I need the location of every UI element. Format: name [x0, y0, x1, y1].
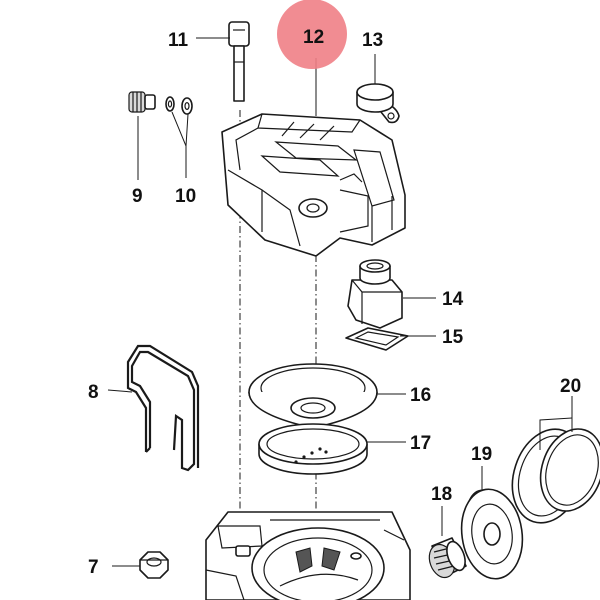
part-20-o-rings[interactable] [501, 420, 600, 532]
part-14-fitting[interactable] [347, 259, 403, 329]
part-16-diaphragm[interactable] [248, 363, 378, 429]
callout-7: 7 [88, 557, 99, 578]
callout-12[interactable]: 12 [303, 27, 324, 48]
part-19-valve-disc[interactable] [456, 485, 528, 582]
callout-13: 13 [362, 30, 383, 51]
callout-18: 18 [431, 484, 452, 505]
callout-20: 20 [560, 376, 581, 397]
callout-8: 8 [88, 382, 99, 403]
highlight-marker [277, 0, 347, 69]
leader-lines [107, 37, 573, 567]
callout-11: 11 [168, 30, 189, 51]
callout-14: 14 [442, 289, 464, 310]
callout-19: 19 [471, 444, 492, 465]
lower-pump-housing[interactable] [205, 511, 411, 600]
part-9-knob[interactable] [128, 91, 156, 113]
callout-9: 9 [132, 186, 143, 207]
callout-labels: 11 12 13 9 10 14 15 8 16 17 20 19 18 7 [88, 27, 581, 578]
part-15-gasket[interactable] [345, 327, 409, 351]
part-8-wire-clip[interactable] [126, 344, 200, 472]
part-11-cap-screw[interactable] [228, 21, 250, 102]
part-13-cap[interactable] [356, 83, 400, 124]
part-10-washers[interactable] [165, 96, 193, 115]
part-17-plate[interactable] [258, 423, 368, 475]
callout-15: 15 [442, 327, 464, 348]
callout-17: 17 [410, 433, 431, 454]
part-18-screen-filter[interactable] [425, 537, 469, 581]
part-12-upper-housing[interactable] [221, 113, 406, 257]
callout-10: 10 [175, 186, 196, 207]
part-7-hex-nut[interactable] [139, 551, 169, 579]
callout-16: 16 [410, 385, 431, 406]
